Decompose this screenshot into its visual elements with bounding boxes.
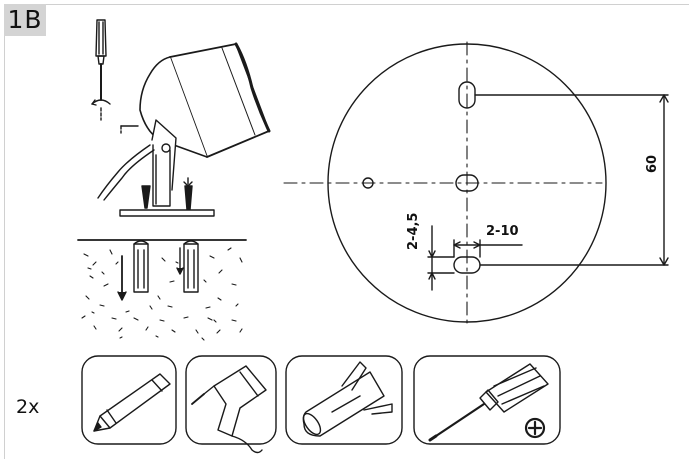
screwdriver-illustration — [91, 19, 111, 121]
wall-plug-illustration — [77, 239, 247, 301]
quantity-label: 2x — [16, 396, 40, 418]
step-badge: 1B — [4, 4, 46, 36]
tool-wall-plug — [285, 355, 403, 445]
diagram-frame — [4, 4, 689, 459]
tool-pencil — [81, 355, 177, 445]
dimension-slot-width: 2-4,5 — [406, 212, 421, 250]
tool-phillips-screwdriver — [413, 355, 561, 445]
concrete-texture — [81, 247, 243, 341]
tool-drill — [185, 355, 277, 454]
dimension-slot-length: 2-10 — [486, 224, 519, 239]
spotlight-illustration — [97, 42, 271, 217]
dimension-hole-spacing: 60 — [645, 154, 660, 173]
base-plate-drawing — [283, 41, 669, 324]
phillips-plus-icon — [524, 417, 546, 439]
